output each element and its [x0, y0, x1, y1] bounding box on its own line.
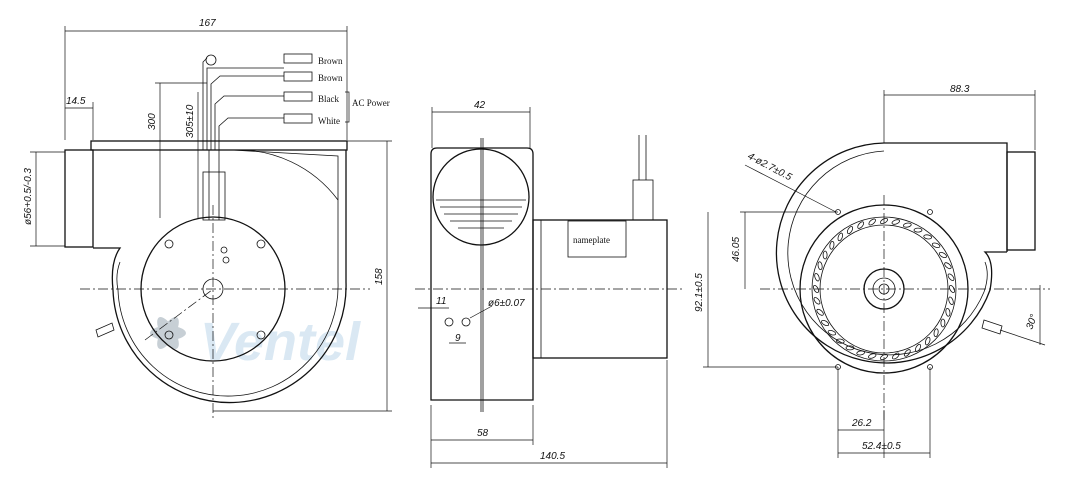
impeller-blade-slot [829, 240, 835, 250]
impeller-blade-slot [816, 308, 824, 316]
wire-label-white: White [318, 116, 340, 126]
dim-52-4: 52.4±0.5 [862, 441, 901, 452]
impeller-blade-slot [944, 262, 952, 270]
dim-holes-spec: 4-ø2.7±0.5 [746, 151, 794, 184]
nameplate-label: nameplate [573, 235, 610, 245]
impeller-blade-slot [947, 273, 955, 281]
impeller-blade-slot [902, 222, 912, 228]
impeller-blade-slot [846, 226, 854, 235]
wire-label-brown-2: Brown [318, 73, 343, 83]
left-view: 167 14.5 300 305±10 ø56+0.5/-0.3 158 Bro… [23, 18, 392, 420]
middle-view: nameplate 42 11 9 ø6±0.07 58 140.5 [415, 100, 685, 468]
dim-shaft: ø6±0.07 [488, 298, 525, 309]
impeller-blade-slot [938, 251, 947, 259]
impeller-blade-slot [948, 284, 956, 294]
dim-305: 305±10 [185, 104, 196, 138]
dim-92-1: 92.1±0.5 [694, 273, 705, 312]
dim-30: 30° [1024, 313, 1040, 331]
dim-11: 11 [436, 296, 446, 307]
impeller-blade-slot [814, 272, 820, 282]
dim-167: 167 [199, 18, 216, 29]
impeller-blade-slot [867, 353, 877, 359]
impeller-blade-slot [827, 329, 837, 336]
watermark-text: Ventel [200, 312, 361, 372]
impeller-blade-slot [835, 338, 845, 344]
impeller-blade-slot [891, 219, 901, 225]
wire-label-black: Black [318, 94, 339, 104]
dim-26-2: 26.2 [851, 418, 872, 429]
dim-56: ø56+0.5/-0.3 [23, 168, 34, 225]
impeller-blade-slot [821, 319, 830, 327]
impeller-blade-slot [822, 250, 828, 260]
impeller-blade-slot [903, 349, 911, 357]
impeller-blade-slot [857, 221, 865, 229]
dim-88-3: 88.3 [950, 84, 970, 95]
impeller-blade-slot [817, 261, 823, 271]
impeller-blade-slot [913, 227, 923, 233]
impeller-blade-slot [948, 296, 954, 306]
dim-14-5: 14.5 [66, 96, 86, 107]
dim-300: 300 [147, 113, 158, 130]
impeller-blade-slot [837, 232, 844, 242]
dim-9: 9 [455, 333, 461, 344]
wire-label-brown-1: Brown [318, 56, 343, 66]
dim-140-5: 140.5 [540, 451, 565, 462]
impeller-blade-slot [933, 328, 939, 338]
impeller-blade-slot [945, 307, 951, 317]
impeller-blade-slot [924, 336, 931, 346]
right-view: 88.3 4-ø2.7±0.5 46.05 92.1±0.5 30° 26.2 … [694, 84, 1050, 458]
dim-158: 158 [374, 268, 385, 285]
impeller-blade-slot [923, 234, 933, 240]
impeller-blade-slot [940, 318, 946, 328]
impeller-blade-slot [868, 218, 876, 226]
power-label: AC Power [352, 98, 390, 108]
impeller-blade-slot [845, 345, 855, 351]
watermark: Ventel [150, 312, 361, 372]
impeller-blade-slot [892, 352, 900, 360]
impeller-blade-slot [813, 297, 821, 305]
impeller-blade-slot [914, 343, 922, 352]
impeller-blade-slot [879, 353, 889, 361]
impeller-blade-slot [879, 217, 889, 225]
dim-42: 42 [474, 100, 486, 111]
dim-58: 58 [477, 428, 489, 439]
impeller-blade-slot [856, 350, 866, 356]
impeller-blade-slot [931, 242, 941, 249]
impeller-blade-slot [812, 284, 820, 294]
dim-46-05: 46.05 [731, 237, 742, 262]
